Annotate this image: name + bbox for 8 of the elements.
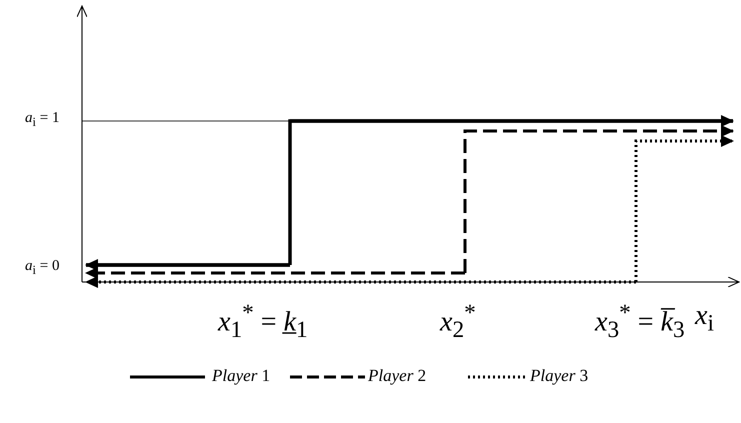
axis-tick-label: a$_{i}$ = 0 xyxy=(25,258,60,278)
axis-title: x$_{i}$ xyxy=(695,300,714,338)
axis-tick-label: a$_{i}$ = 1 xyxy=(25,110,60,130)
legend-label: Player 3 xyxy=(530,366,588,386)
threshold-label: x$_{1}$$^{*}$ = k̲$_{1}$ xyxy=(218,300,308,344)
threshold-label: x$_{3}$$^{*}$ = k̅$_{3}$ xyxy=(595,300,685,344)
legend-label: Player 2 xyxy=(368,366,426,386)
legend-label: Player 1 xyxy=(212,366,270,386)
